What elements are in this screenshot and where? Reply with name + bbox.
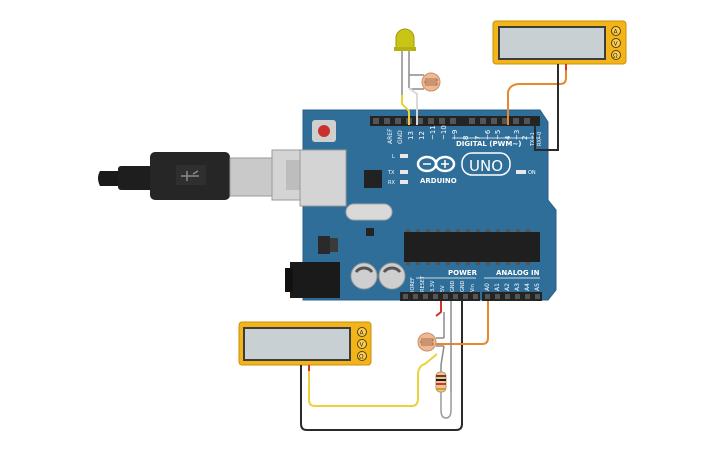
analog-pin-labels: A0 A1 A2 A3 A4 A5 — [484, 283, 541, 291]
power-pin-labels: IOREF RESET 3.3V 5V GND GND Vin — [410, 275, 476, 292]
pin-label-3: ~3 — [513, 130, 521, 140]
terminal-a-top[interactable] — [611, 26, 621, 36]
svg-text:A: A — [614, 29, 619, 36]
power-header[interactable] — [400, 292, 480, 301]
analog-header[interactable] — [482, 292, 542, 301]
led[interactable] — [394, 28, 416, 95]
uno-text: UNO — [469, 157, 503, 175]
aref-label: AREF — [387, 128, 394, 144]
svg-text:A: A — [360, 330, 365, 337]
on-led — [516, 170, 526, 174]
svg-text:V: V — [360, 342, 365, 349]
svg-text:V: V — [614, 41, 619, 48]
rx-led — [400, 180, 408, 184]
svg-text:A4: A4 — [524, 283, 531, 291]
arduino-logo-text: ARDUINO — [420, 177, 457, 185]
on-label: ON — [528, 170, 536, 176]
svg-text:3.3V: 3.3V — [430, 280, 436, 292]
power-label: POWER — [448, 269, 478, 277]
usb-chip — [364, 170, 382, 188]
svg-text:Vin: Vin — [470, 284, 476, 292]
wire-orange-a0[interactable] — [436, 301, 489, 345]
terminal-ohm-bottom[interactable] — [357, 351, 367, 361]
pin-label-1: TX→1 — [530, 132, 536, 147]
rx-label: RX — [388, 180, 395, 186]
pin-label-6: ~6 — [484, 129, 492, 140]
digital-label: DIGITAL (PWM~) — [456, 140, 521, 148]
gnd-label: GND — [397, 130, 404, 144]
photoresistor-bottom[interactable] — [417, 312, 445, 366]
l-led — [400, 154, 408, 158]
svg-text:GND: GND — [460, 280, 466, 292]
pin-label-9: ~9 — [451, 130, 459, 140]
svg-text:A1: A1 — [494, 283, 501, 291]
terminal-ohm-top[interactable] — [611, 50, 621, 60]
pin-label-0: RX←0 — [537, 132, 543, 146]
wire-yellow-top[interactable] — [401, 95, 410, 125]
crystal — [345, 203, 393, 221]
pin-label-11: ~11 — [429, 125, 437, 140]
atmega-chip — [404, 229, 540, 265]
arduino-uno-board[interactable]: AREF GND 13 12 ~11 ~10 ~9 8 7 ~6 ~5 4 ~3… — [285, 109, 557, 301]
svg-text:Ω: Ω — [613, 53, 618, 60]
svg-text:Ω: Ω — [359, 354, 364, 361]
svg-text:5V: 5V — [440, 285, 446, 292]
power-jack[interactable] — [290, 262, 340, 298]
multimeter-top[interactable]: A V Ω — [492, 20, 627, 70]
usb-symbol-icon — [181, 170, 199, 181]
pin-label-13: 13 — [407, 131, 415, 140]
wire-black-bottom[interactable] — [300, 301, 463, 431]
reset-button[interactable] — [318, 125, 330, 137]
wire-gnd-loop[interactable] — [440, 392, 452, 419]
arduino-logo — [416, 155, 456, 173]
svg-text:IOREF: IOREF — [410, 277, 416, 292]
pin-label-4: 4 — [504, 135, 512, 140]
svg-text:A3: A3 — [514, 283, 521, 291]
wire-yellow-bottom[interactable] — [308, 353, 438, 407]
voltage-regulator — [318, 236, 330, 254]
multimeter-bottom-display — [243, 327, 351, 361]
terminal-v-top[interactable] — [611, 38, 621, 48]
svg-text:GND: GND — [450, 280, 456, 292]
terminal-v-bottom[interactable] — [357, 339, 367, 349]
pin-label-10: ~10 — [440, 125, 448, 140]
tx-label: TX — [387, 170, 395, 176]
l-label: L — [392, 154, 395, 160]
wire-orange-top[interactable] — [507, 70, 567, 125]
multimeter-bottom[interactable]: A V Ω — [238, 321, 372, 371]
wire-white-top[interactable] — [408, 87, 418, 125]
tx-led — [400, 170, 408, 174]
terminal-a-bottom[interactable] — [357, 327, 367, 337]
svg-text:A2: A2 — [504, 283, 511, 291]
wire-red-5v[interactable] — [435, 301, 442, 317]
pin-label-12: 12 — [418, 131, 426, 140]
photoresistor-top[interactable] — [409, 72, 441, 92]
svg-text:A5: A5 — [534, 283, 541, 291]
svg-text:RESET: RESET — [420, 275, 426, 292]
wire-black-top[interactable] — [534, 70, 559, 151]
resistor[interactable] — [435, 365, 447, 393]
analog-label: ANALOG IN — [496, 269, 540, 277]
multimeter-top-display — [498, 26, 606, 60]
svg-text:A0: A0 — [484, 283, 491, 291]
pin-label-5: ~5 — [494, 130, 502, 140]
